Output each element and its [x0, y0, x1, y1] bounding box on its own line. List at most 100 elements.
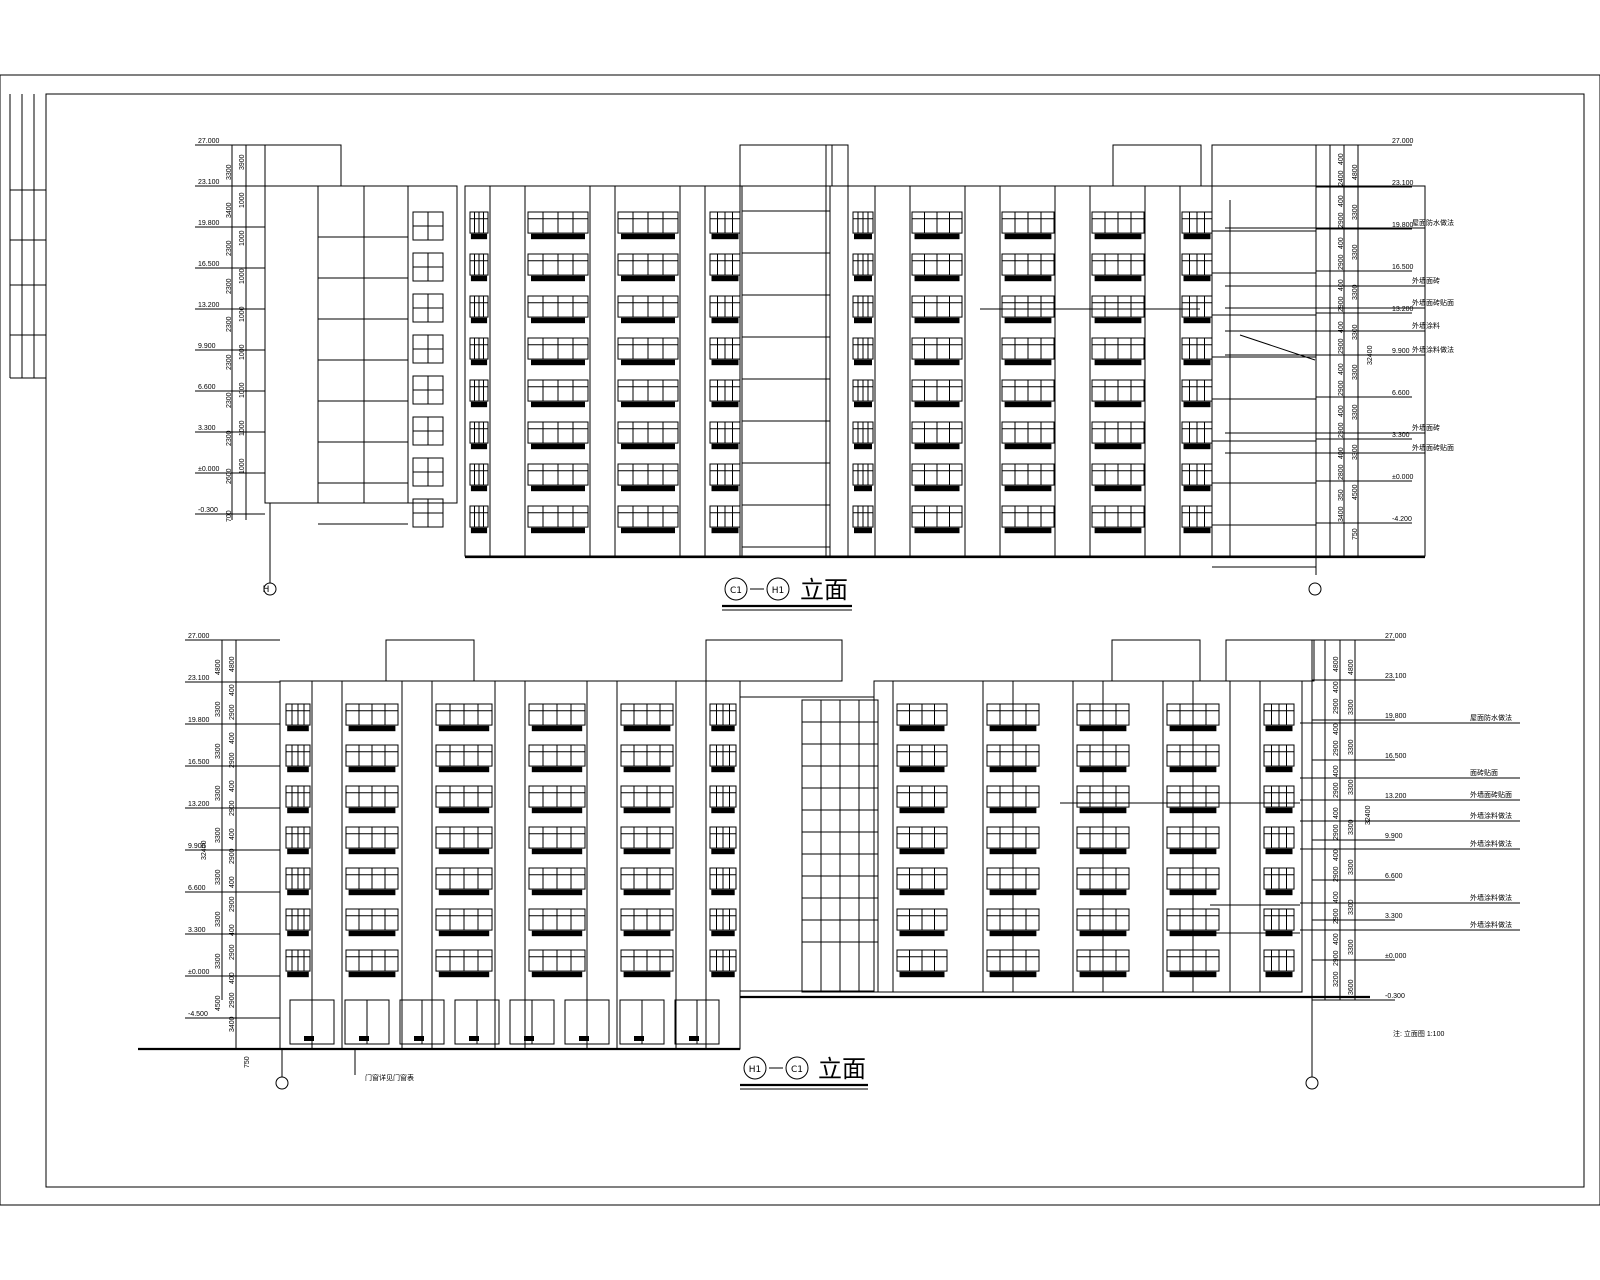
roof-box-1 — [385, 639, 475, 682]
elev-label-left: ±0.000 — [198, 466, 219, 473]
elev-label-left: 16.500 — [198, 261, 220, 268]
balcony-band — [989, 930, 1037, 937]
dim-text-outer: 3600 — [1348, 979, 1355, 995]
balcony-band — [348, 766, 396, 773]
balcony-band — [438, 766, 490, 773]
balcony-band — [621, 527, 675, 534]
dim-text-outer: 3300 — [1352, 244, 1359, 260]
balcony-band — [989, 807, 1037, 814]
elev-label-right: 9.900 — [1385, 833, 1403, 840]
elev-label-left: 23.100 — [198, 179, 220, 186]
vent — [634, 1036, 644, 1041]
balcony-band — [989, 848, 1037, 855]
balcony-band — [287, 930, 309, 937]
dim-text-inner: 1000 — [239, 192, 246, 208]
dim-text-inner: 400 — [229, 732, 236, 744]
elev-label-right: 16.500 — [1385, 753, 1407, 760]
dim-text-outer: 4500 — [215, 995, 222, 1011]
dim-text-inner: 2900 — [229, 752, 236, 768]
balcony-band — [1094, 443, 1142, 450]
dim-text-inner: 400 — [1333, 723, 1340, 735]
balcony-band — [531, 807, 583, 814]
dim-text-inner: 400 — [229, 972, 236, 984]
elev-label-left: 13.200 — [198, 302, 220, 309]
stair-shaft — [825, 144, 849, 557]
dim-text-inner: 1000 — [239, 306, 246, 322]
elev-label-right: 3.300 — [1385, 913, 1403, 920]
dim-text-outer: 700 — [226, 510, 233, 522]
dim-text-outer: 4800 — [1352, 164, 1359, 180]
dim-text-inner: 1000 — [239, 458, 246, 474]
dim-text-inner: 2900 — [229, 944, 236, 960]
balcony-band — [1169, 889, 1217, 896]
balcony-band — [1183, 233, 1211, 240]
stair-core — [741, 185, 831, 557]
balcony-band — [621, 275, 675, 282]
balcony-band — [1094, 527, 1142, 534]
balcony-band — [854, 527, 872, 534]
dim-text-inner: 2900 — [1333, 950, 1340, 966]
dim-text-inner: 2900 — [1338, 422, 1345, 438]
dim-text-inner: 400 — [229, 924, 236, 936]
elev-label-right: 13.200 — [1385, 793, 1407, 800]
balcony-band — [438, 807, 490, 814]
dim-text-inner: 2900 — [229, 800, 236, 816]
balcony-band — [531, 930, 583, 937]
balcony-band — [711, 889, 735, 896]
dim-text-outer: 3300 — [215, 701, 222, 717]
balcony-band — [1004, 317, 1052, 324]
balcony-band — [1169, 725, 1217, 732]
balcony-band — [1079, 725, 1127, 732]
balcony-band — [899, 889, 945, 896]
balcony-band — [531, 725, 583, 732]
balcony-band — [531, 317, 585, 324]
callout-text: 外墙面砖 — [1412, 276, 1440, 285]
balcony-band — [854, 485, 872, 492]
dim-text-inner: 1000 — [239, 420, 246, 436]
elevation-title-upper: C1 H1 立面 — [722, 576, 852, 611]
vent — [579, 1036, 589, 1041]
dim-text-inner: 400 — [1338, 363, 1345, 375]
balcony-band — [711, 317, 739, 324]
dim-text-outer: 2300 — [226, 278, 233, 294]
balcony-band — [711, 275, 739, 282]
dim-text-outer: 3300 — [1348, 779, 1355, 795]
dim-text-inner: 4800 — [229, 656, 236, 672]
balcony-band — [348, 807, 396, 814]
callout-text: 外墙涂料做法 — [1412, 345, 1454, 354]
balcony-band — [854, 443, 872, 450]
dim-text-inner: 2900 — [1338, 254, 1345, 270]
bottom-note-lower: 门窗详见门窗表 — [365, 1073, 414, 1082]
axis-start-label-lower: H1 — [749, 1065, 762, 1075]
elev-label-left: 9.900 — [198, 343, 216, 350]
balcony-band — [1094, 233, 1142, 240]
balcony-band — [348, 725, 396, 732]
dim-text-inner: 400 — [1338, 195, 1345, 207]
balcony-band — [623, 971, 671, 978]
dim-text-outer: 3300 — [1348, 699, 1355, 715]
balcony-band — [899, 766, 945, 773]
dim-text-inner: 400 — [1338, 405, 1345, 417]
balcony-band — [470, 485, 488, 492]
callout-text: 外墙涂料做法 — [1470, 920, 1512, 929]
balcony-band — [1004, 359, 1052, 366]
balcony-band — [711, 807, 735, 814]
balcony-band — [470, 275, 488, 282]
elev-label-right: 23.100 — [1392, 180, 1414, 187]
dimension-chain-lower: 27.00023.10019.80016.50013.2009.9006.600… — [185, 633, 1520, 1075]
balcony-band — [438, 848, 490, 855]
dim-text-outer: 3300 — [215, 743, 222, 759]
balcony-band — [1004, 485, 1052, 492]
elev-label-right: 27.000 — [1392, 138, 1414, 145]
left-block — [279, 680, 741, 1050]
elevation-title-text-lower: 立面 — [818, 1055, 866, 1083]
dim-text-inner: 400 — [229, 828, 236, 840]
dim-text-outer: 3300 — [215, 785, 222, 801]
balcony-band — [621, 401, 675, 408]
dim-text-outer: 3300 — [1348, 819, 1355, 835]
balcony-band — [1265, 725, 1293, 732]
balcony-band — [1079, 766, 1127, 773]
elev-label-right: 3.300 — [1392, 432, 1410, 439]
elev-label-right: 16.500 — [1392, 264, 1414, 271]
